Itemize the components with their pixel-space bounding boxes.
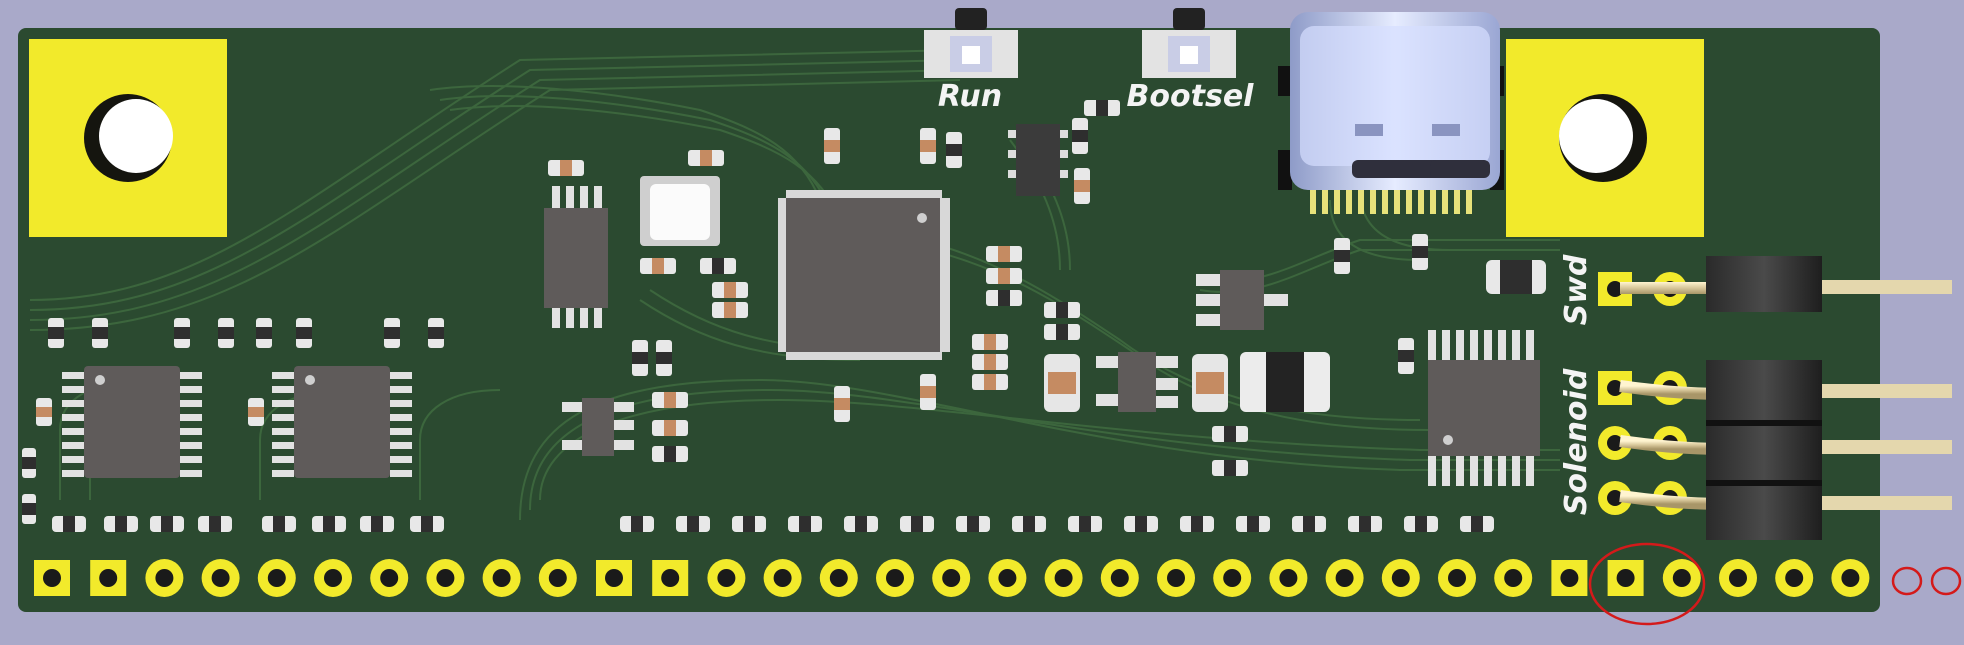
sot-transistor-mid xyxy=(1096,352,1178,412)
pin-7 xyxy=(370,559,409,597)
highlight-ellipse xyxy=(1588,542,1706,626)
run-label: Run xyxy=(938,79,1002,114)
bottom-pin-row xyxy=(34,559,1870,597)
microcontroller-chip xyxy=(778,190,950,360)
pin-13 xyxy=(707,559,746,597)
pin-10 xyxy=(538,559,577,597)
pin-4 xyxy=(201,559,240,597)
pin-30 xyxy=(1662,559,1701,597)
pin-1 xyxy=(34,560,70,596)
pin-19 xyxy=(1044,559,1083,597)
pin-31 xyxy=(1719,559,1757,597)
usb-c-connector xyxy=(1278,12,1504,214)
passive-components xyxy=(22,100,1546,524)
pin-29 xyxy=(1607,560,1644,596)
pin-33 xyxy=(1831,559,1870,597)
solenoid-label: Solenoid xyxy=(1559,368,1594,515)
pin-5 xyxy=(257,559,296,597)
voltage-regulator xyxy=(1196,270,1288,330)
mounting-hole-left xyxy=(29,39,227,237)
highlight-circle-1 xyxy=(1891,566,1923,596)
pin-26 xyxy=(1438,559,1476,597)
power-inductor xyxy=(1240,352,1330,412)
pin-20 xyxy=(1100,559,1139,597)
pin-3 xyxy=(145,559,184,597)
driver-chip-left-2 xyxy=(272,366,412,478)
pin-11 xyxy=(596,560,632,596)
solenoid-header xyxy=(1598,360,1952,540)
capacitor-large-1 xyxy=(1044,354,1080,412)
mounting-hole-right xyxy=(1506,39,1704,237)
pin-6 xyxy=(314,559,352,597)
pin-21 xyxy=(1157,559,1195,597)
crystal xyxy=(640,176,720,246)
swd-header xyxy=(1598,256,1952,312)
swd-label: Swd xyxy=(1559,254,1594,325)
pin-22 xyxy=(1213,559,1252,597)
driver-chip-right xyxy=(1428,330,1540,486)
pin-27 xyxy=(1494,559,1533,597)
flash-chip xyxy=(544,186,608,328)
pin-18 xyxy=(988,559,1027,597)
resistor-row xyxy=(52,516,1494,532)
pin-25 xyxy=(1381,559,1420,597)
driver-chip-left-1 xyxy=(62,366,202,478)
pin-32 xyxy=(1775,559,1814,597)
bootsel-label: Bootsel xyxy=(1127,79,1255,114)
pin-8 xyxy=(426,559,465,597)
highlight-annotations xyxy=(1588,542,1962,626)
small-ic-top xyxy=(1008,124,1068,196)
capacitor-large-2 xyxy=(1192,354,1228,412)
highlight-circle-2 xyxy=(1930,566,1962,596)
bootsel-button xyxy=(1142,8,1236,78)
run-button xyxy=(924,8,1018,78)
pin-24 xyxy=(1325,559,1364,597)
pin-28 xyxy=(1551,560,1588,596)
pin-12 xyxy=(652,560,689,596)
pin-15 xyxy=(819,559,858,597)
pin-16 xyxy=(876,559,914,597)
pin-2 xyxy=(90,560,127,596)
pin-23 xyxy=(1269,559,1308,597)
pin-14 xyxy=(763,559,802,597)
pin-9 xyxy=(482,559,521,597)
pin-17 xyxy=(932,559,971,597)
sot-transistor-left xyxy=(562,398,634,456)
